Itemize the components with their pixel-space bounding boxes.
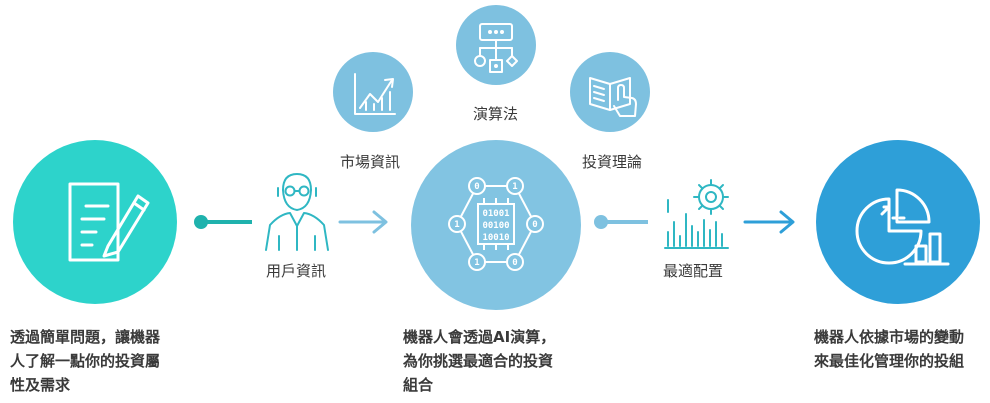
investment-theory-node	[570, 52, 650, 132]
hub-node-top-left: 0	[474, 182, 479, 192]
flowchart-icon	[474, 23, 518, 73]
label-investment-theory: 投資理論	[582, 153, 643, 171]
person-with-glasses-icon	[265, 173, 329, 251]
document-pen-icon	[68, 182, 150, 262]
arrow-user-to-hub	[338, 210, 388, 234]
hub-node-top-right: 1	[512, 182, 517, 192]
caption-questionnaire: 透過簡單問題，讓機器 人了解一點你的投資屬 性及需求	[10, 325, 160, 397]
connector-questionnaire-user	[194, 215, 252, 229]
label-algorithm: 演算法	[473, 105, 519, 123]
hub-binary-line-2: 00100	[482, 221, 509, 231]
ai-network-icon: 0 1 1 0 1 0 01001 00100 10010	[448, 177, 544, 271]
hub-node-left: 1	[454, 220, 459, 230]
ai-hub-circle	[411, 140, 581, 310]
caption-portfolio: 機器人依據市場的變動 來最佳化管理你的投組	[814, 325, 964, 373]
hub-binary-line-3: 10010	[482, 233, 509, 243]
caption-portfolio-line-2: 來最佳化管理你的投組	[814, 352, 965, 370]
connector-hub-optimal	[594, 215, 648, 229]
ai-hub-node: 0 1 1 0 1 0 01001 00100 10010	[411, 140, 581, 310]
caption-ai-hub: 機器人會透過AI演算， 為你挑選最適合的投資 組合	[403, 325, 555, 397]
hub-node-bottom-right: 0	[512, 258, 517, 268]
questionnaire-circle	[13, 140, 177, 304]
label-market-info: 市場資訊	[340, 153, 401, 171]
market-info-node	[333, 52, 413, 132]
arrow-optimal-to-portfolio	[743, 210, 795, 234]
caption-questionnaire-line-1: 透過簡單問題，讓機器	[10, 328, 161, 346]
caption-questionnaire-line-2: 人了解一點你的投資屬	[10, 352, 161, 370]
caption-ai-hub-line-3: 組合	[403, 376, 434, 394]
caption-ai-hub-line-2: 為你挑選最適合的投資	[403, 352, 554, 370]
gear-bar-chart-icon	[664, 179, 729, 249]
rising-chart-icon	[354, 73, 396, 115]
hub-node-right: 0	[532, 220, 537, 230]
pie-bar-chart-icon	[855, 188, 950, 266]
hub-binary-line-1: 01001	[482, 209, 509, 219]
caption-portfolio-line-1: 機器人依據市場的變動	[814, 328, 965, 346]
market-info-circle	[333, 52, 413, 132]
label-user-info: 用戶資訊	[266, 262, 327, 280]
hub-node-bottom-left: 1	[474, 258, 479, 268]
portfolio-node	[816, 140, 980, 304]
questionnaire-node	[13, 140, 177, 304]
label-optimal-allocation: 最適配置	[663, 262, 724, 280]
algorithm-node	[456, 5, 536, 85]
caption-ai-hub-line-1: 機器人會透過AI演算，	[403, 328, 556, 346]
book-pointer-icon	[589, 77, 637, 117]
caption-questionnaire-line-3: 性及需求	[10, 376, 71, 394]
